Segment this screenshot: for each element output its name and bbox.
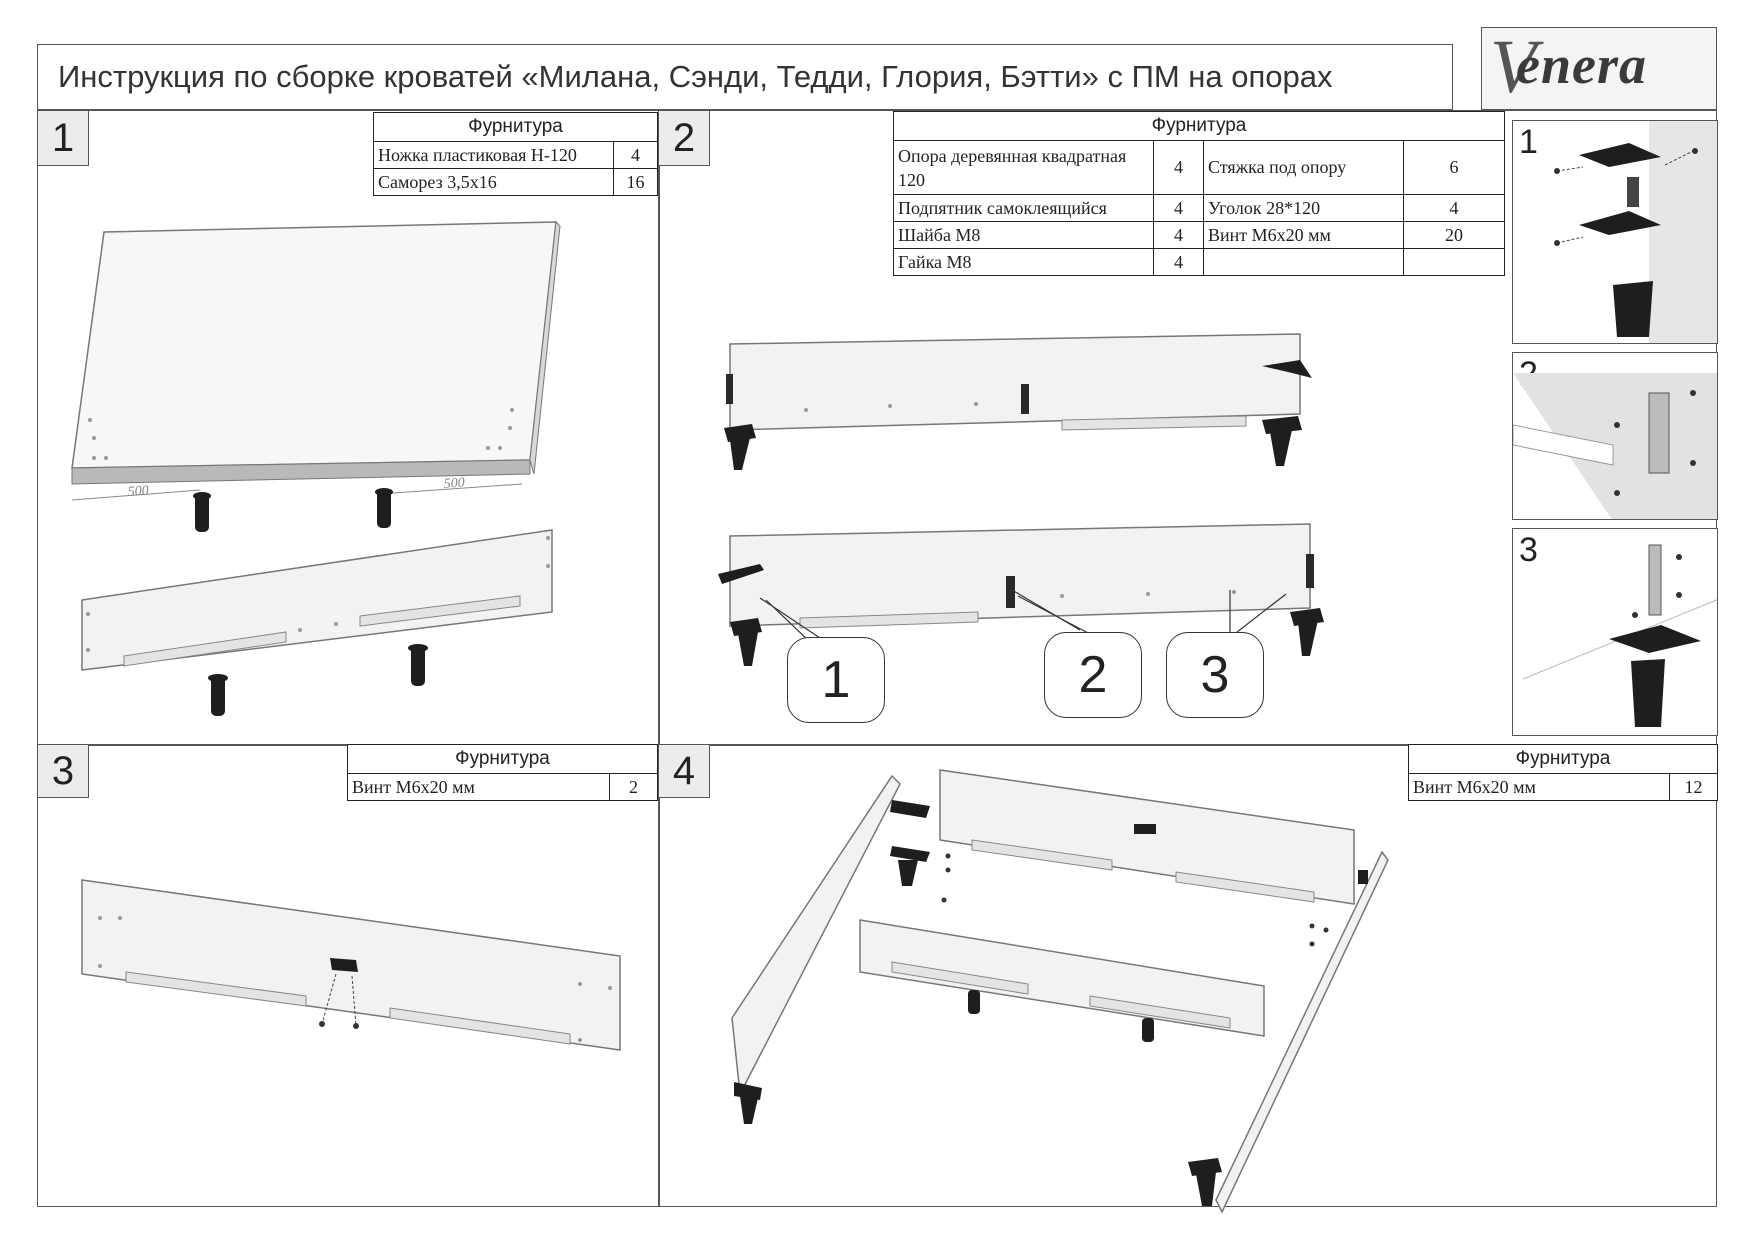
table-row: Шайба М8 4 Винт М6х20 мм 20 — [893, 221, 1505, 249]
table-row: Подпятник самоклеящийся 4 Уголок 28*120 … — [893, 194, 1505, 222]
parts-table-title: Фурнитура — [347, 744, 658, 774]
table-row: Винт М6х20 мм 12 — [1408, 773, 1718, 801]
step-2-number: 2 — [658, 110, 710, 166]
plastic-leg — [193, 488, 393, 532]
inset-number: 1 — [1519, 123, 1538, 161]
corner-bracket-detail — [1513, 373, 1717, 519]
step-1-parts-table: Фурнитура Ножка пластиковая Н-120 4 Само… — [373, 112, 658, 196]
wooden-support — [724, 360, 1312, 470]
venera-logo: V enera — [1481, 25, 1717, 110]
divider-vertical — [658, 110, 660, 1207]
document-title: Инструкция по сборке кроватей «Милана, С… — [37, 44, 1453, 110]
inset-number: 3 — [1519, 531, 1538, 569]
step-4-parts-table: Фурнитура Винт М6х20 мм 12 — [1408, 744, 1718, 801]
callout-2: 2 — [1044, 632, 1142, 718]
wooden-support — [718, 564, 1324, 666]
step-3-parts-table: Фурнитура Винт М6х20 мм 2 — [347, 744, 658, 801]
callout-3: 3 — [1166, 632, 1264, 718]
table-row: Саморез 3,5х16 16 — [373, 168, 658, 196]
dimension-label: 500 — [127, 484, 149, 500]
plastic-leg — [208, 644, 428, 716]
logo-text: enera — [1516, 35, 1647, 95]
detail-inset-3: 3 — [1512, 528, 1718, 736]
step-2-parts-table: Фурнитура Опора деревянная квадратная 12… — [893, 111, 1505, 276]
callout-1: 1 — [787, 637, 885, 723]
table-row: Ножка пластиковая Н-120 4 — [373, 141, 658, 169]
divider-horizontal — [37, 744, 1717, 746]
dimension-label: 500 — [443, 476, 465, 492]
logo-initial: V — [1490, 25, 1537, 109]
left-side-panel — [731, 774, 901, 1097]
table-row: Гайка М8 4 — [893, 248, 1505, 276]
step-1-number: 1 — [37, 110, 89, 166]
side-rail — [729, 523, 1311, 627]
wooden-support — [734, 800, 1368, 1206]
detail-inset-1: 1 — [1512, 120, 1718, 344]
side-rail — [81, 529, 553, 671]
detail-inset-2: 2 — [1512, 352, 1718, 520]
headboard-panel — [939, 769, 1355, 905]
assembled-support-detail — [1522, 544, 1717, 727]
parts-table-title: Фурнитура — [1408, 744, 1718, 774]
right-side-panel — [1215, 850, 1389, 1214]
support-bracket-detail — [1554, 121, 1717, 343]
step-3-number: 3 — [37, 744, 89, 798]
table-row: Винт М6х20 мм 2 — [347, 773, 658, 801]
step-4-number: 4 — [658, 744, 710, 798]
